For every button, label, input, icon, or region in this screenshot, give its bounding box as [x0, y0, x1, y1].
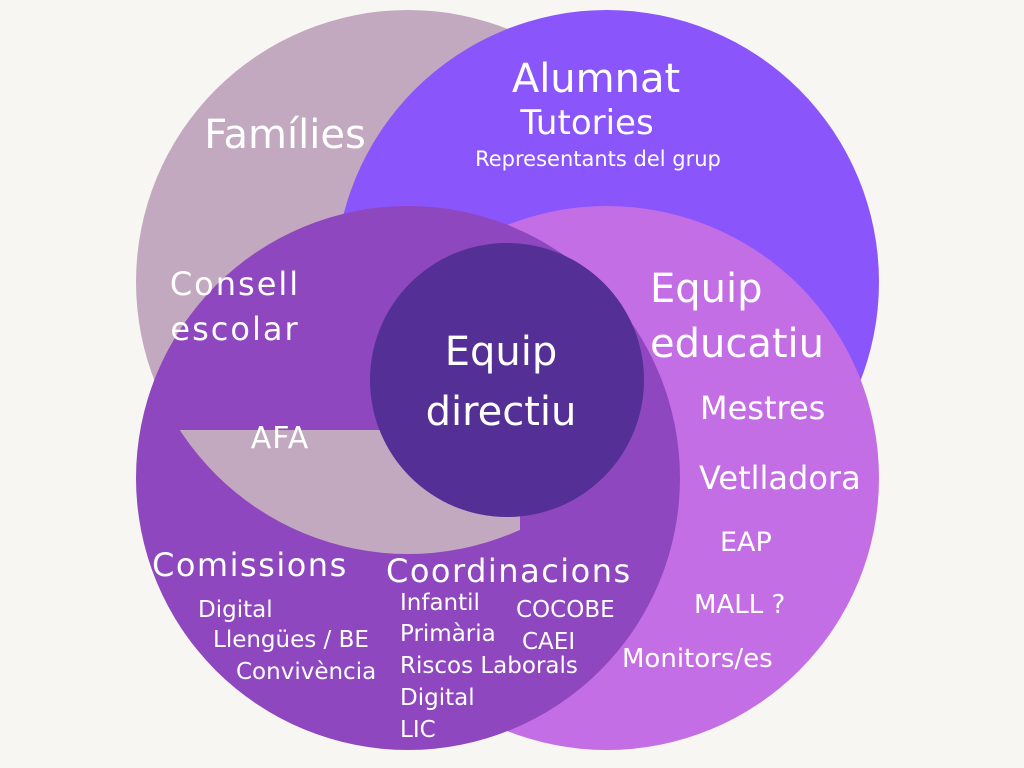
eap-label: EAP [720, 527, 772, 558]
coord-digital: Digital [400, 685, 475, 711]
consell-escolar-line2: escolar [170, 310, 299, 348]
alumnat-title: Alumnat [512, 56, 680, 102]
coord-riscos: Riscos Laborals [400, 653, 578, 679]
coord-lic: LIC [400, 717, 436, 743]
vetlladora-label: Vetlladora [699, 459, 861, 497]
coord-primaria: Primària [400, 621, 496, 647]
tutories-label: Tutories [519, 103, 653, 143]
comissions-title: Comissions [152, 546, 348, 584]
equip-directiu-line1: Equip [445, 329, 558, 375]
coord-infantil: Infantil [400, 590, 480, 616]
consell-escolar-line1: Consell [170, 265, 300, 303]
representants-label: Representants del grup [475, 147, 721, 171]
comissio-convivencia: Convivència [236, 659, 376, 685]
equip-educatiu-line1: Equip [650, 266, 763, 312]
comissio-digital: Digital [198, 597, 273, 623]
equip-educatiu-line2: educatiu [650, 321, 824, 367]
afa-label: AFA [251, 421, 310, 456]
mall-label: MALL ? [694, 590, 785, 620]
coordinacions-title: Coordinacions [386, 552, 632, 590]
coord-caei: CAEI [522, 629, 575, 655]
equip-directiu-line2: directiu [426, 389, 577, 435]
comissio-llengues: Llengües / BE [213, 627, 369, 653]
monitors-label: Monitors/es [622, 644, 773, 674]
equip-directiu-circle [370, 243, 644, 517]
mestres-label: Mestres [700, 389, 825, 427]
families-title: Famílies [204, 112, 366, 158]
coord-cocobe: COCOBE [516, 597, 615, 623]
